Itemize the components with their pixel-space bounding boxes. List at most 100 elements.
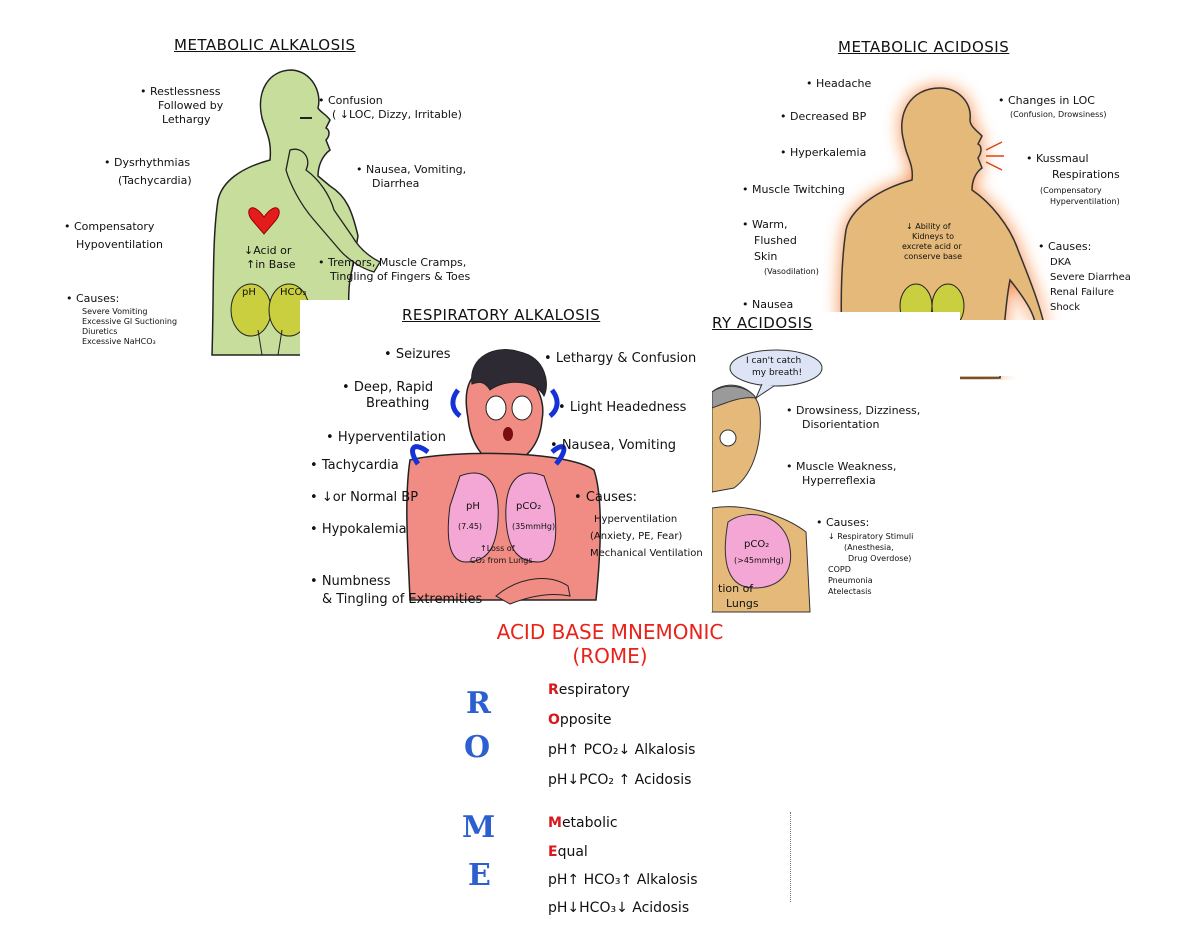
acid-label: ↓Acid or xyxy=(244,244,292,257)
symptom-changes-loc: Changes in LOC xyxy=(998,94,1095,108)
symptom-muscle-twitching: Muscle Twitching xyxy=(742,183,845,197)
causes-label: Causes: xyxy=(66,292,119,306)
symptom-drowsiness: Drowsiness, Dizziness, xyxy=(786,404,920,418)
bottom-text: tion of xyxy=(718,582,754,595)
symptom-nausea: Nausea, Vomiting, xyxy=(356,163,466,177)
pco2-label: pCO₂ xyxy=(516,501,542,512)
row-resp-alkalosis: pH↑ PCO₂↓ Alkalosis xyxy=(548,742,696,758)
symptom-vasodilation: (Vasodilation) xyxy=(764,267,819,276)
ph-label: pH xyxy=(242,287,256,298)
symptom-decreased-bp: Decreased BP xyxy=(780,110,866,124)
cause-item: Atelectasis xyxy=(828,587,872,596)
symptom-hyperkalemia: Hyperkalemia xyxy=(780,146,866,160)
m-first: M xyxy=(548,815,562,831)
causes-label: Causes: xyxy=(1038,240,1091,254)
metabolic-acidosis-title: METABOLIC ACIDOSIS xyxy=(838,38,1010,56)
symptom-deep-breathing: Deep, Rapid xyxy=(342,380,433,396)
symptom-lethargy: Lethargy xyxy=(162,113,211,126)
symptom-flushed: Flushed xyxy=(754,234,797,247)
causes-label: Causes: xyxy=(816,516,869,530)
symptom-normal-bp: ↓or Normal BP xyxy=(310,490,418,506)
symptom-tachycardia: (Tachycardia) xyxy=(118,174,192,187)
symptom-headache: Headache xyxy=(806,77,871,91)
respiratory-alkalosis-title: RESPIRATORY ALKALOSIS xyxy=(402,306,601,324)
symptom-numbness: Numbness xyxy=(310,574,391,590)
o-first: O xyxy=(548,712,560,728)
cause-item: ↓ Respiratory Stimuli xyxy=(828,532,914,541)
cause-item: (Anesthesia, xyxy=(844,543,894,552)
symptom-tingling: Tingling of Fingers & Toes xyxy=(330,270,471,283)
row-opposite: Opposite xyxy=(548,712,612,728)
row-equal: Equal xyxy=(548,844,588,860)
pco2-value: (35mmHg) xyxy=(512,522,556,531)
cause-item: (Anxiety, PE, Fear) xyxy=(590,531,683,542)
loss-text: CO₂ from Lungs xyxy=(470,556,533,565)
symptom-hypoventilation: Hypoventilation xyxy=(76,238,163,251)
mnemonic-title: ACID BASE MNEMONIC xyxy=(496,620,724,644)
pco2-label: pCO₂ xyxy=(744,539,770,550)
kidney-text: Kidneys to xyxy=(912,232,955,241)
speech-bubble-text: I can't catch xyxy=(746,356,802,366)
symptom-disorientation: Disorientation xyxy=(802,418,880,431)
symptom-followed: Followed by xyxy=(158,99,224,112)
symptom-hypokalemia: Hypokalemia xyxy=(310,522,407,538)
respiratory-alkalosis-panel: RESPIRATORY ALKALOSIS pH (7.45) pCO₂ (35… xyxy=(300,300,712,612)
symptom-light-headedness: Light Headedness xyxy=(558,400,687,416)
cause-item: DKA xyxy=(1050,257,1071,268)
metabolic-alkalosis-panel: METABOLIC ALKALOSIS ↓Acid or ↑in Base pH… xyxy=(0,0,500,360)
symptom-compensatory: Compensatory xyxy=(64,220,154,234)
cause-item: Hyperventilation xyxy=(594,514,678,525)
cause-item: Excessive GI Suctioning xyxy=(82,317,178,326)
symptom-compensatory: (Compensatory xyxy=(1040,186,1102,195)
speech-bubble-text: my breath! xyxy=(752,368,803,378)
letter-e: E xyxy=(468,858,491,893)
symptom-hyperreflexia: Hyperreflexia xyxy=(802,474,876,487)
r-first: R xyxy=(548,682,559,698)
pco2-value: (>45mmHg) xyxy=(734,556,784,565)
symptom-respirations: Respirations xyxy=(1052,168,1120,181)
letter-o: O xyxy=(464,730,491,765)
base-label: ↑in Base xyxy=(246,258,296,271)
symptom-confusion-detail: ( ↓LOC, Dizzy, Irritable) xyxy=(332,108,462,121)
metabolic-alkalosis-title: METABOLIC ALKALOSIS xyxy=(174,36,356,54)
kidney-text: conserve base xyxy=(904,252,963,261)
symptom-breathing: Breathing xyxy=(366,396,430,411)
cause-item: Mechanical Ventilation xyxy=(590,548,703,559)
cause-item: Drug Overdose) xyxy=(848,554,912,563)
copyright-strip xyxy=(790,812,793,902)
letter-r: R xyxy=(466,686,491,721)
e-first: E xyxy=(548,844,558,860)
row-met-acidosis: pH↓HCO₃↓ Acidosis xyxy=(548,900,690,916)
cause-item: Renal Failure xyxy=(1050,287,1114,298)
symptom-seizures: Seizures xyxy=(384,347,451,363)
symptom-kussmaul: Kussmaul xyxy=(1026,152,1089,166)
row-metabolic: Metabolic xyxy=(548,815,618,831)
cause-item: Pneumonia xyxy=(828,576,873,585)
symptom-loc-detail: (Confusion, Drowsiness) xyxy=(1010,110,1107,119)
symptom-warm: Warm, xyxy=(742,218,787,232)
symptom-nausea: Nausea, Vomiting xyxy=(550,438,676,454)
m-rest: etabolic xyxy=(561,815,618,831)
metabolic-acidosis-panel: METABOLIC ACIDOSIS ↓ Ability of Kidneys … xyxy=(700,30,1150,385)
letter-m: M xyxy=(462,810,496,845)
cause-item: COPD xyxy=(828,565,851,574)
respiratory-acidosis-panel: RY ACIDOSIS I can't catch my breath! Dro… xyxy=(698,312,960,617)
anxious-man-figure xyxy=(406,349,601,605)
o-rest: pposite xyxy=(559,712,612,728)
kidney-text: excrete acid or xyxy=(902,242,962,251)
bottom-text: Lungs xyxy=(726,597,759,610)
symptom-restlessness: Restlessness xyxy=(140,85,220,99)
symptom-confusion: Confusion xyxy=(318,94,383,108)
symptom-muscle-weakness: Muscle Weakness, xyxy=(786,460,896,474)
cause-item: Severe Diarrhea xyxy=(1050,272,1131,283)
old-man-figure xyxy=(711,349,823,613)
row-resp-acidosis: pH↓PCO₂ ↑ Acidosis xyxy=(548,772,692,788)
symptom-tachycardia: Tachycardia xyxy=(310,458,399,474)
cause-item: Severe Vomiting xyxy=(82,307,148,316)
ph-value: (7.45) xyxy=(458,522,483,531)
symptom-skin: Skin xyxy=(754,250,778,263)
symptom-hyperventilation: Hyperventilation xyxy=(326,430,446,446)
mnemonic-subtitle: (ROME) xyxy=(572,644,648,668)
symptom-nausea: Nausea xyxy=(742,298,793,312)
cause-item: Excessive NaHCO₃ xyxy=(82,337,156,346)
